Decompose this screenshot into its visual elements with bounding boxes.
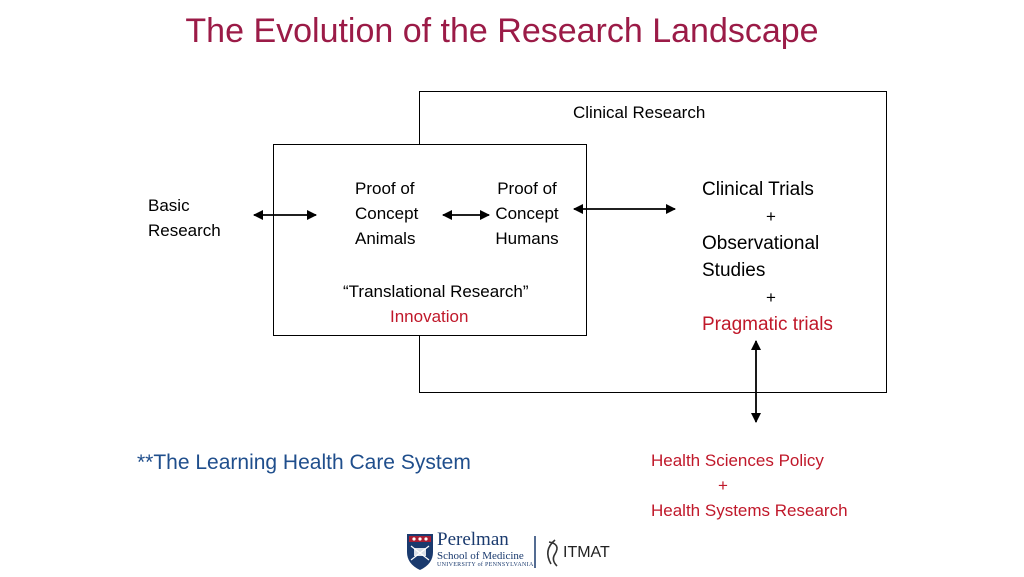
studies-text: Studies bbox=[702, 260, 766, 281]
clinical-block: Clinical Trials + Observational Studies … bbox=[702, 176, 833, 338]
basic-research-line: Research bbox=[148, 221, 221, 240]
pragmatic-trials-text: Pragmatic trials bbox=[702, 314, 833, 335]
plus-sign: + bbox=[718, 476, 728, 495]
poc-humans-line: Concept bbox=[495, 204, 559, 223]
itmat-mark-icon bbox=[547, 539, 558, 567]
poc-humans-line: Proof of bbox=[497, 179, 557, 198]
innovation-label: Innovation bbox=[390, 307, 469, 326]
perelman-itmat-logo: Perelman School of Medicine UNIVERSITY o… bbox=[405, 530, 625, 572]
basic-research-label: Basic Research bbox=[148, 193, 221, 243]
logo-university: UNIVERSITY of PENNSYLVANIA bbox=[437, 562, 534, 568]
poc-animals-line: Animals bbox=[355, 229, 416, 248]
plus-sign: + bbox=[766, 207, 776, 226]
page-title: The Evolution of the Research Landscape bbox=[185, 12, 819, 50]
policy-text: Health Sciences Policy bbox=[651, 451, 824, 470]
poc-animals-line: Proof of bbox=[355, 179, 415, 198]
plus-sign: + bbox=[766, 288, 776, 307]
poc-humans-label: Proof of Concept Humans bbox=[486, 176, 568, 251]
basic-research-line: Basic bbox=[148, 196, 190, 215]
logo-itmat: ITMAT bbox=[563, 544, 610, 561]
logo-perelman: Perelman bbox=[437, 529, 509, 550]
poc-animals-line: Concept bbox=[355, 204, 419, 223]
learning-system-label: **The Learning Health Care System bbox=[137, 451, 471, 474]
poc-animals-label: Proof of Concept Animals bbox=[355, 176, 418, 251]
logo-school: School of Medicine bbox=[437, 550, 524, 562]
poc-humans-line: Humans bbox=[495, 229, 559, 248]
logo-graphics bbox=[407, 534, 558, 570]
clinical-research-label: Clinical Research bbox=[573, 103, 706, 122]
translational-label: “Translational Research” bbox=[343, 282, 529, 301]
systems-research-text: Health Systems Research bbox=[651, 501, 848, 520]
penn-shield-icon bbox=[407, 534, 433, 570]
observational-text: Observational bbox=[702, 233, 820, 254]
policy-block: Health Sciences Policy + Health Systems … bbox=[651, 448, 848, 523]
translational-research-box bbox=[273, 144, 587, 336]
clinical-trials-text: Clinical Trials bbox=[702, 179, 814, 200]
